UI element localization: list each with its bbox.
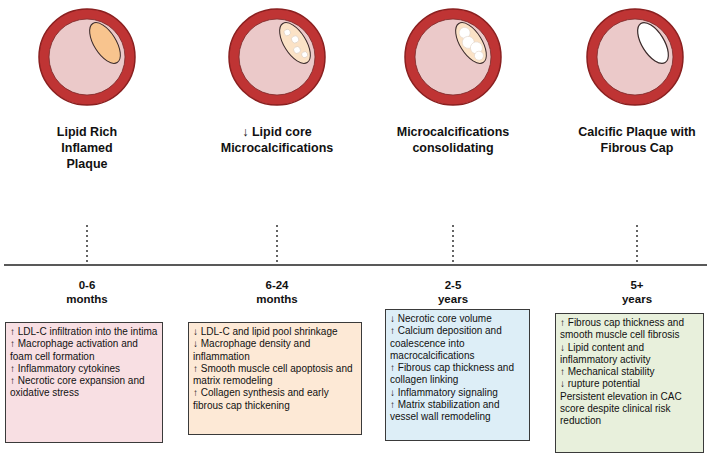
dotted-marker xyxy=(276,225,278,263)
bullet-text: ↓ Lipid content and inflammatory activit… xyxy=(560,342,699,367)
lipid-plaque xyxy=(83,18,126,69)
dotted-marker xyxy=(452,225,454,263)
bullet-text: ↑ Macrophage activation and foam cell fo… xyxy=(10,338,158,363)
microcalcification xyxy=(283,28,292,37)
artery-section xyxy=(405,9,501,105)
stage-description-box: ↓ Necrotic core volume↑ Calcium depositi… xyxy=(385,309,530,441)
artery-wall xyxy=(587,9,683,105)
time-label: 2-5 years xyxy=(431,278,475,306)
time-label: 6-24 months xyxy=(255,278,299,306)
artery-lumen xyxy=(415,19,491,95)
microcalcification xyxy=(290,34,300,44)
plaque xyxy=(449,18,492,69)
bullet-text: ↓ LDL-C and lipid pool shrinkage xyxy=(193,326,357,338)
artery-section xyxy=(587,9,683,105)
bullet-text: ↑ Fibrous cap thickness and collagen lin… xyxy=(390,362,525,387)
stage-description-box: ↑ LDL-C infiltration into the intima↑ Ma… xyxy=(5,322,163,443)
stage-title: ↓ Lipid core Microcalcifications xyxy=(207,124,347,156)
microcalcification xyxy=(301,51,309,59)
bullet-text: ↑ Fibrous cap thickness and smooth muscl… xyxy=(560,317,699,342)
bullet-text: ↑ Collagen synthesis and early fibrous c… xyxy=(193,387,357,412)
bullet-text: ↑ Calcium deposition and coalescence int… xyxy=(390,325,525,362)
stage-description-box: ↑ Fibrous cap thickness and smooth muscl… xyxy=(555,313,704,453)
bullet-text: ↓ rupture potential xyxy=(560,378,699,390)
microcalcification xyxy=(292,45,301,54)
bullet-text: ↑ Smooth muscle cell apoptosis and matri… xyxy=(193,363,357,388)
artery-wall xyxy=(229,9,325,105)
bullet-text: ↑ Matrix stabilization and vessel wall r… xyxy=(390,399,525,424)
bullet-text: ↓ Macrophage density and inflammation xyxy=(193,338,357,363)
stage-title: Calcific Plaque with Fibrous Cap xyxy=(578,124,696,156)
artery-section xyxy=(229,9,325,105)
dotted-marker xyxy=(86,225,88,263)
stage-title: Microcalcifications consolidating xyxy=(383,124,523,156)
stage-title: Lipid Rich Inflamed Plaque xyxy=(47,124,127,172)
bullet-text: ↑ Necrotic core expansion and oxidative … xyxy=(10,375,158,400)
bullet-text: ↓ Necrotic core volume xyxy=(390,313,525,325)
bullet-text: ↑ Inflammatory cytokines xyxy=(10,363,158,375)
time-label: 0-6 months xyxy=(65,278,109,306)
artery-section xyxy=(39,9,135,105)
artery-lumen xyxy=(239,19,315,95)
artery-wall xyxy=(39,9,135,105)
dotted-marker xyxy=(636,225,638,263)
calcific-plaque xyxy=(631,18,674,69)
plaque xyxy=(273,18,316,69)
time-label: 5+ years xyxy=(615,278,659,306)
bullet-text: ↑ LDL-C infiltration into the intima xyxy=(10,326,158,338)
bullet-text: Persistent elevation in CAC score despit… xyxy=(560,391,699,428)
timeline-axis xyxy=(4,264,707,266)
calcification xyxy=(473,50,485,62)
bullet-text: ↑ Mechanical stability xyxy=(560,366,699,378)
stage-description-box: ↓ LDL-C and lipid pool shrinkage↓ Macrop… xyxy=(188,322,362,435)
bullet-text: ↓ Inflammatory signaling xyxy=(390,387,525,399)
artery-wall xyxy=(405,9,501,105)
